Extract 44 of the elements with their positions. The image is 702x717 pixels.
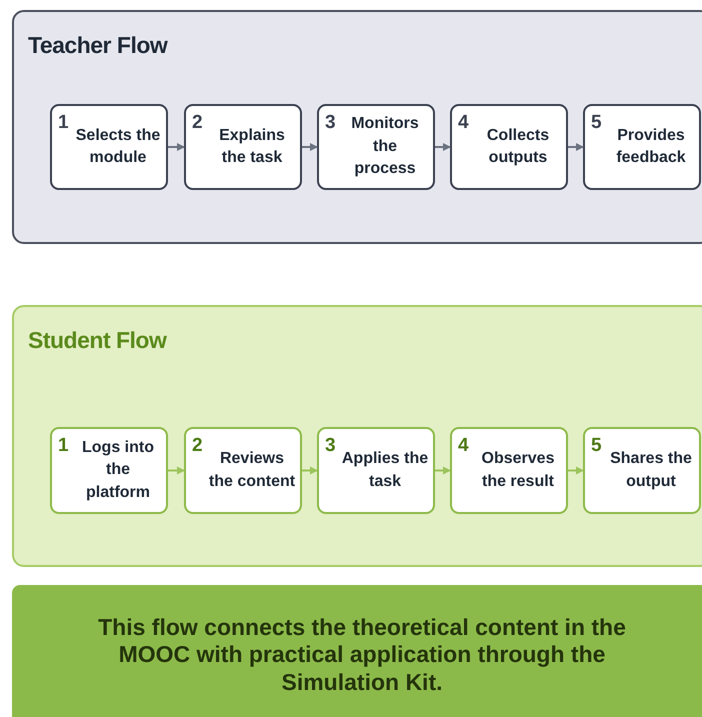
step-number: 1 (58, 112, 69, 134)
step-box (317, 427, 435, 514)
step-number: 1 (58, 435, 69, 457)
step-number: 2 (192, 435, 203, 457)
summary-text: This flow connects the theoretical content in the MOOC with practical application through the Simulation Kit. (97, 614, 627, 696)
flow-panel (12, 10, 702, 244)
step-number: 3 (325, 112, 336, 134)
step-label: Observes the result (480, 449, 556, 492)
arrow (435, 466, 451, 474)
step-label: Collects outputs (486, 126, 550, 168)
step-label: Shares the output (609, 449, 693, 492)
arrow (302, 466, 318, 474)
step-number: 5 (591, 112, 602, 134)
panel-title: Teacher Flow (28, 32, 168, 59)
step-number: 2 (192, 112, 203, 134)
step-label: Logs into the platform (81, 438, 155, 503)
step-box (317, 104, 435, 190)
step-box (583, 427, 701, 514)
step-box (184, 104, 302, 190)
step-label: Applies the task (341, 449, 430, 492)
step-number: 5 (591, 435, 602, 457)
step-number: 3 (325, 435, 336, 457)
step-box (184, 427, 302, 514)
arrow (568, 143, 584, 151)
arrow (168, 143, 185, 151)
arrow (568, 466, 584, 474)
step-label: Explains the task (218, 126, 286, 168)
step-box (50, 104, 168, 190)
arrow (168, 466, 185, 474)
step-label: Provides feedback (615, 126, 687, 168)
step-box (450, 427, 568, 514)
step-box (583, 104, 701, 190)
summary-banner (12, 585, 702, 717)
arrow (435, 143, 451, 151)
step-label: Selects the module (74, 126, 162, 168)
flow-panel (12, 305, 702, 567)
step-box (450, 104, 568, 190)
arrow (302, 143, 318, 151)
step-number: 4 (458, 112, 469, 134)
panel-title: Student Flow (28, 327, 166, 354)
step-number: 4 (458, 435, 469, 457)
step-label: Reviews the content (208, 449, 296, 492)
step-box (50, 427, 168, 514)
step-label: Monitors the process (350, 114, 420, 180)
